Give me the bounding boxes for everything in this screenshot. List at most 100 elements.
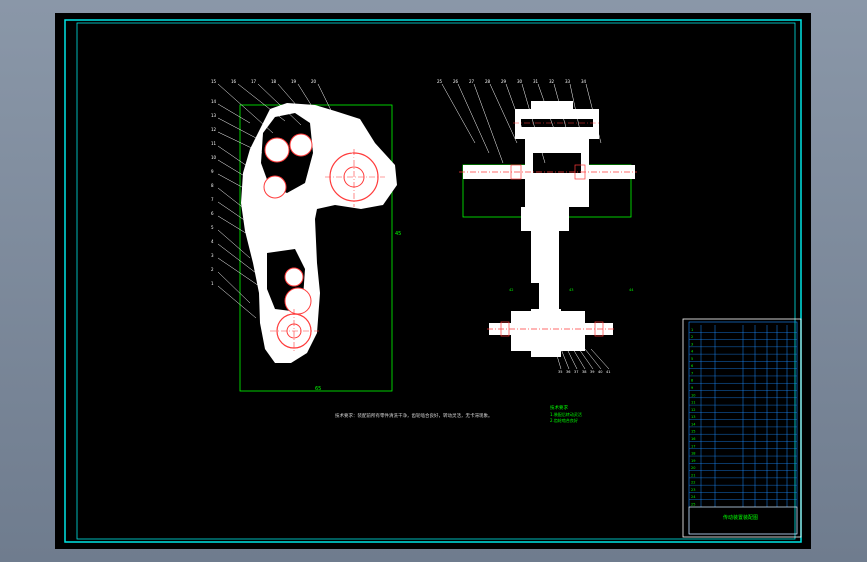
leader-line xyxy=(277,83,318,130)
gear-lower-small xyxy=(284,267,304,287)
callout-label: 41 xyxy=(606,370,610,374)
leader-line xyxy=(560,348,570,370)
callout-label: 28 xyxy=(485,79,491,84)
title-block-rows: 1234567891011121314151617181920212223242… xyxy=(691,328,696,507)
leader-line xyxy=(489,83,518,144)
right-gear-mark-2 xyxy=(574,164,586,180)
callout-label: 29 xyxy=(501,79,507,84)
leader-line xyxy=(217,257,263,289)
callout-label: 35 xyxy=(558,370,562,374)
callout-label: 32 xyxy=(549,79,555,84)
callout-label: 25 xyxy=(437,79,443,84)
title-block-row-number: 18 xyxy=(691,452,695,456)
callout-label: 2 xyxy=(211,267,214,272)
outer-frame xyxy=(64,19,802,543)
gear-upper-left xyxy=(264,137,290,163)
left-dim-width: 65 xyxy=(315,386,321,392)
title-block-row-number: 13 xyxy=(691,415,695,419)
leader-line xyxy=(217,271,251,304)
title-block-row-number: 8 xyxy=(691,379,693,383)
callout-label: 14 xyxy=(211,99,217,104)
callout-label: 27 xyxy=(469,79,475,84)
main-note: 技术要求：装配前所有零件清洗干净，齿轮啮合良好，转动灵活，无卡滞现象。 xyxy=(335,412,493,419)
callout-label: 8 xyxy=(211,183,214,188)
callout-label: 33 xyxy=(565,79,571,84)
callout-label: 10 xyxy=(211,155,217,160)
title-block-row-number: 15 xyxy=(691,430,695,434)
leader-line xyxy=(217,285,257,319)
leader-line xyxy=(217,215,263,244)
callout-label: 37 xyxy=(574,370,578,374)
leader-line xyxy=(217,229,251,259)
title-block-row-number: 21 xyxy=(691,473,695,477)
title-block-frame xyxy=(682,318,802,538)
callout-label: 40 xyxy=(598,370,602,374)
leader-line xyxy=(590,348,610,370)
drawing-name: 传动装置装配图 xyxy=(723,514,758,521)
right-neck-2 xyxy=(531,231,559,283)
leader-line xyxy=(217,173,263,199)
callout-label: 43 xyxy=(569,288,573,292)
leader-line xyxy=(572,348,586,370)
callout-label: 12 xyxy=(211,127,217,132)
left-view-outline-box xyxy=(239,104,393,392)
tech-requirements-line-1: 1.装配后转动灵活 xyxy=(550,411,582,417)
gear-upper-mid xyxy=(289,133,313,157)
leader-line xyxy=(553,83,574,154)
title-block-row-number: 1 xyxy=(691,328,693,332)
leader-line xyxy=(566,348,578,370)
leader-line xyxy=(569,83,588,164)
right-bottom-hub xyxy=(531,309,561,357)
callout-label: 36 xyxy=(566,370,570,374)
leader-line xyxy=(217,159,257,184)
title-block[interactable]: 1234567891011121314151617181920212223242… xyxy=(682,318,802,538)
title-block-name-cell xyxy=(688,506,798,535)
callout-label: 4 xyxy=(211,239,214,244)
leader-line xyxy=(505,83,532,154)
left-dim-height: 45 xyxy=(395,231,401,237)
callout-label: 3 xyxy=(211,253,214,258)
callout-label: 5 xyxy=(211,225,214,230)
callout-label: 7 xyxy=(211,197,214,202)
leader-line xyxy=(521,83,546,164)
gear-lower-mid xyxy=(284,287,312,315)
callout-label: 1 xyxy=(211,281,214,286)
callout-label: 34 xyxy=(581,79,587,84)
title-block-row-number: 5 xyxy=(691,357,693,361)
callout-label: 18 xyxy=(271,79,277,84)
leader-line xyxy=(297,83,336,144)
title-block-row-number: 19 xyxy=(691,459,695,463)
leader-line xyxy=(537,83,560,144)
right-top-cap xyxy=(531,101,573,109)
title-block-row-number: 22 xyxy=(691,481,695,485)
leader-line xyxy=(473,83,504,164)
title-block-row-number: 4 xyxy=(691,350,694,354)
leader-line xyxy=(317,83,356,160)
callout-label: 44 xyxy=(629,288,634,292)
title-block-row-number: 23 xyxy=(691,488,695,492)
leader-line xyxy=(217,187,251,214)
tech-requirements-line-2: 2.齿轮啮合良好 xyxy=(550,417,578,423)
leader-line xyxy=(237,83,286,122)
right-body-window xyxy=(533,153,581,173)
title-block-row-number: 7 xyxy=(691,371,693,375)
callout-label: 20 xyxy=(311,79,317,84)
title-block-row-number: 25 xyxy=(691,503,695,507)
title-block-row-number: 3 xyxy=(691,342,693,346)
leader-line xyxy=(217,117,257,139)
callout-label: 15 xyxy=(211,79,217,84)
title-block-row-number: 12 xyxy=(691,408,695,412)
title-block-row-number: 11 xyxy=(691,401,695,405)
leader-line xyxy=(457,83,490,154)
left-view-leader-lines xyxy=(217,83,356,319)
callout-label: 19 xyxy=(291,79,297,84)
leader-line xyxy=(441,83,476,144)
callout-label: 6 xyxy=(211,211,214,216)
callout-label: 26 xyxy=(453,79,459,84)
